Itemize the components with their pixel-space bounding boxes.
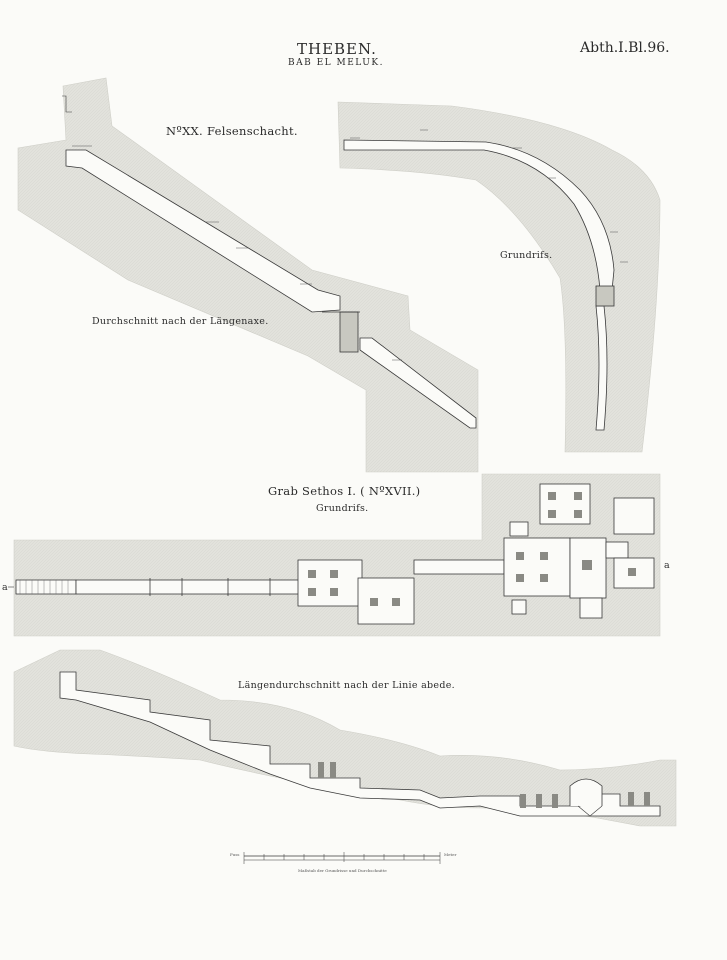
tomb-plan-marker-right: a — [664, 560, 670, 571]
shaft-corridor-lower — [359, 337, 477, 429]
tomb-section-caption: Längendurchschnitt nach der Linie abede. — [238, 680, 455, 691]
tomb-plan-caption: Grundrifs. — [316, 503, 369, 514]
shaft-plan-caption: Grundrifs. — [500, 250, 553, 261]
scale-bar-caption: Maßstab der Grundrisse und Durchschnitte — [298, 868, 387, 873]
shaft-section-title: NºXX. Felsenschacht. — [166, 124, 298, 138]
plate-number: Abth.I.Bl.96. — [580, 40, 670, 56]
tomb-section-rock — [13, 649, 677, 827]
shaft-section-drawing — [17, 77, 479, 473]
tomb-plan-title: Grab Sethos I. ( NºXVII.) — [268, 484, 421, 498]
shaft-section-caption: Durchschnitt nach der Längenaxe. — [92, 316, 269, 327]
plate-title: THEBEN. — [297, 40, 377, 58]
shaft-section-rock — [17, 77, 479, 473]
scale-bar-right-label: Meter — [444, 852, 457, 857]
shaft-plan-drawing — [337, 101, 661, 453]
shaft-corridor — [65, 149, 341, 313]
shaft-pit — [339, 311, 359, 353]
scale-bar-left-label: Fuss — [230, 852, 240, 857]
scale-bar-drawing — [243, 852, 441, 864]
shaft-plan-pit — [595, 285, 615, 307]
tomb-section-drawing — [13, 649, 677, 827]
tomb-plan-rock — [13, 473, 661, 637]
tomb-plan-marker-left: a — [2, 582, 8, 593]
plate-subtitle: BAB EL MELUK. — [288, 58, 384, 68]
tomb-plan-drawing — [8, 473, 661, 637]
